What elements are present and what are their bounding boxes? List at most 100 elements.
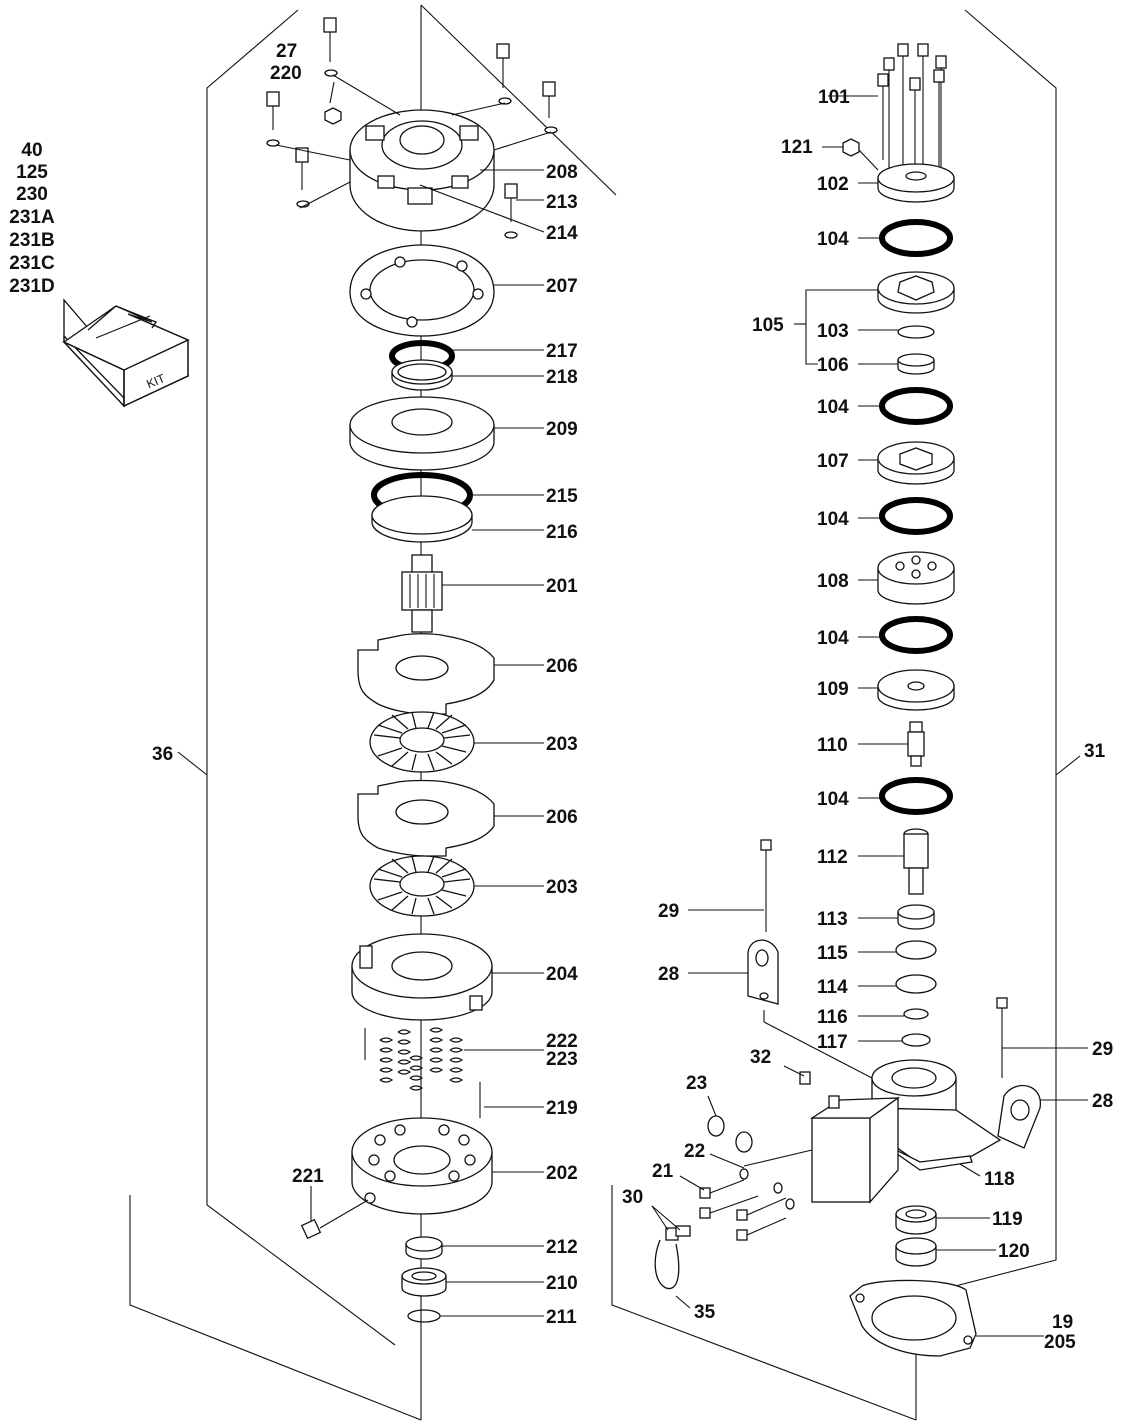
- separator-plate-part: [357, 633, 495, 715]
- part-label-120: 120: [998, 1241, 1030, 1262]
- backup-ring-part: [371, 495, 473, 543]
- part-label-222: 222: [546, 1031, 578, 1052]
- assembly-label-right: 31: [1084, 741, 1106, 762]
- part-label-23: 23: [686, 1073, 707, 1094]
- part-label-215: 215: [546, 486, 578, 507]
- part-label-101: 101: [818, 87, 850, 108]
- screw-set-part: [699, 1149, 813, 1241]
- part-label-208: 208: [546, 162, 578, 183]
- end-cap-part: [877, 163, 955, 203]
- snap-ring-part: [407, 1309, 441, 1323]
- part-label-114: 114: [817, 977, 848, 998]
- kit-part-list: 40 125 230 231A 231B 231C 231D: [9, 140, 55, 297]
- o-ring-part: [879, 616, 953, 654]
- assembly-label-left: 36: [152, 744, 173, 765]
- backup-ring-part: [391, 359, 453, 391]
- part-label-221: 221: [292, 1166, 324, 1187]
- part-label-107: 107: [817, 451, 849, 472]
- o-ring-part: [879, 219, 953, 257]
- o-ring-part: [879, 387, 953, 425]
- part-label-218: 218: [546, 367, 578, 388]
- part-label-109: 109: [817, 679, 849, 700]
- hose-part: [651, 1205, 691, 1309]
- part-label-102: 102: [817, 174, 849, 195]
- seal-part: [405, 1236, 443, 1260]
- anchor-plate-part: [997, 1085, 1041, 1149]
- kit-part-label: 231B: [9, 230, 54, 251]
- seal-ring-part: [897, 325, 935, 339]
- anchor-bolt-part: [760, 839, 772, 932]
- part-label-205: 205: [1044, 1332, 1076, 1353]
- part-label-206: 206: [546, 656, 578, 677]
- part-label-29: 29: [658, 901, 679, 922]
- part-label-204: 204: [546, 964, 578, 985]
- part-label-220: 220: [270, 63, 302, 84]
- kit-box-text: KIT: [144, 371, 167, 391]
- part-label-105: 105: [752, 315, 784, 336]
- part-label-121: 121: [781, 137, 813, 158]
- drive-link-part: [907, 721, 925, 767]
- part-label-104: 104: [817, 789, 849, 810]
- part-label-35: 35: [694, 1302, 716, 1323]
- kit-part-label: 231D: [9, 276, 54, 297]
- part-label-116: 116: [817, 1007, 848, 1028]
- kit-part-label: 125: [16, 162, 48, 183]
- part-label-29: 29: [1092, 1039, 1113, 1060]
- fitting-part: [842, 138, 860, 157]
- part-label-202: 202: [546, 1163, 578, 1184]
- part-label-214: 214: [546, 223, 578, 244]
- bearing-part: [401, 1267, 447, 1297]
- part-label-212: 212: [546, 1237, 578, 1258]
- o-ring-part: [879, 497, 953, 535]
- part-label-113: 113: [817, 909, 848, 930]
- part-label-115: 115: [817, 943, 848, 964]
- manifold-plate-part: [877, 441, 955, 485]
- part-label-209: 209: [546, 419, 578, 440]
- part-label-28: 28: [1092, 1091, 1113, 1112]
- bearing-part: [895, 1205, 937, 1235]
- part-label-104: 104: [817, 229, 849, 250]
- part-label-32: 32: [750, 1047, 771, 1068]
- left-leader-lines: [310, 81, 545, 1317]
- gasket-part: [349, 244, 495, 337]
- kit-part-label: 231A: [9, 207, 55, 228]
- plug-part: [300, 1218, 322, 1240]
- part-label-103: 103: [817, 321, 849, 342]
- o-ring-part: [879, 777, 953, 815]
- friction-disc-part: [369, 711, 475, 773]
- part-label-21: 21: [652, 1161, 674, 1182]
- part-label-219: 219: [546, 1098, 578, 1119]
- right-assembly-outline: [611, 9, 1057, 1421]
- spring-set-part: [364, 1027, 481, 1118]
- kit-part-label: 231C: [9, 253, 55, 274]
- separator-plate-part: [357, 779, 495, 857]
- part-label-106: 106: [817, 355, 849, 376]
- spacer-part: [897, 353, 935, 375]
- part-label-217: 217: [546, 341, 578, 362]
- part-label-203: 203: [546, 734, 578, 755]
- right-leader-lines: [679, 95, 1088, 1337]
- bearing-part: [897, 904, 935, 930]
- plug-part: [707, 1115, 753, 1153]
- part-label-19: 19: [1052, 1312, 1073, 1333]
- bearing-ring-part: [349, 396, 495, 471]
- part-label-30: 30: [622, 1187, 643, 1208]
- main-housing-part: [763, 1010, 1002, 1204]
- part-label-28: 28: [658, 964, 679, 985]
- motor-cover-part: [275, 74, 552, 232]
- part-label-211: 211: [546, 1307, 577, 1328]
- seal-part: [895, 1237, 937, 1267]
- snap-ring-part: [901, 1033, 931, 1047]
- washer-part: [903, 1008, 929, 1020]
- gerotor-star-part: [877, 271, 955, 314]
- part-label-110: 110: [817, 735, 848, 756]
- valve-plate-part: [877, 551, 955, 605]
- anchor-plate-part: [747, 939, 779, 1005]
- part-label-210: 210: [546, 1273, 578, 1294]
- kit-box: KIT: [62, 298, 190, 408]
- bolt-part: [266, 17, 558, 239]
- part-label-203: 203: [546, 877, 578, 898]
- brake-piston-part: [351, 933, 493, 1021]
- spline-shaft-part: [401, 554, 443, 633]
- part-label-22: 22: [684, 1141, 705, 1162]
